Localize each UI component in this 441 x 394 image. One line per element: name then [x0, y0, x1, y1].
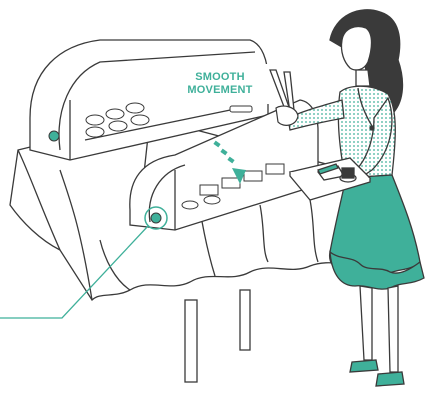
back-case-handle — [230, 106, 252, 112]
callout-line-1: SMOOTH — [195, 71, 244, 84]
front-case-knob — [151, 213, 161, 223]
table-legs — [185, 290, 250, 382]
callout-line-2: MOVEMENT — [187, 84, 252, 97]
back-case-knob — [49, 131, 59, 141]
smooth-movement-callout: SMOOTH MOVEMENT — [171, 64, 269, 104]
